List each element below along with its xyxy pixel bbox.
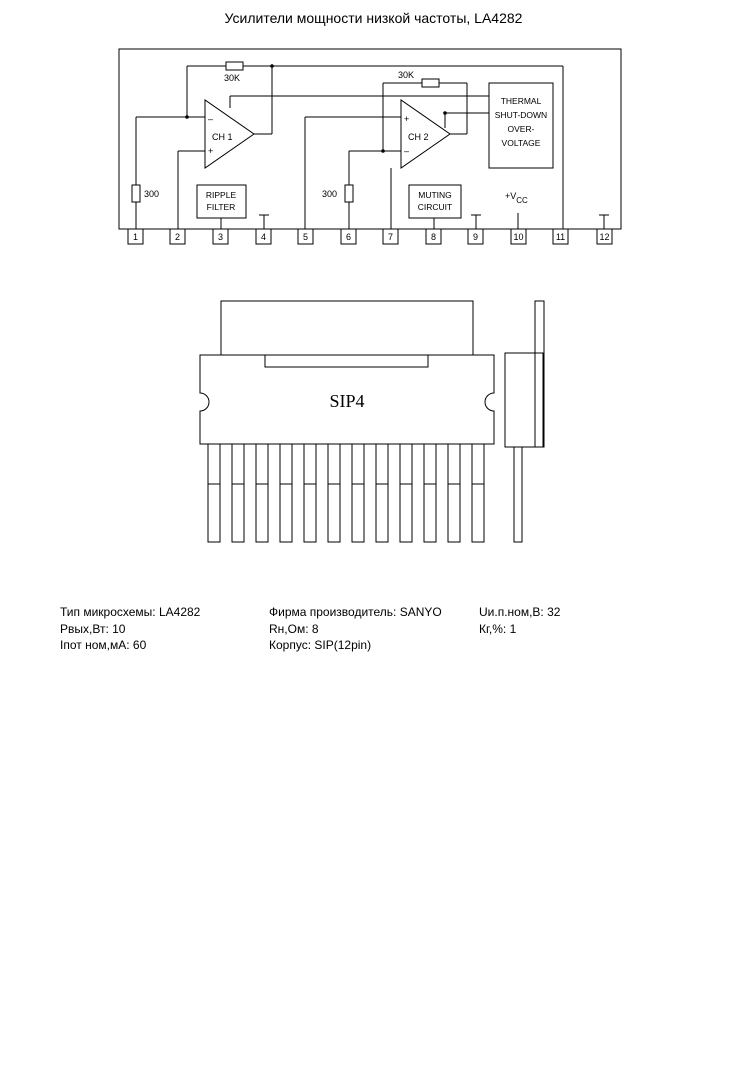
pin-1: 1	[133, 232, 138, 242]
resistor-300-ch1	[131, 184, 141, 203]
spec-manufacturer: Фирма производитель: SANYO	[269, 605, 442, 619]
ch1-plus: +	[208, 146, 213, 156]
pin-7: 7	[388, 232, 393, 242]
pin-4: 4	[261, 232, 266, 242]
label-ch1: CH 1	[212, 132, 233, 142]
pin-5: 5	[303, 232, 308, 242]
thermal-line-1: THERMAL	[501, 96, 542, 106]
pin-3: 3	[218, 232, 223, 242]
thermal-line-3: OVER-	[508, 124, 535, 134]
pin-numbers: 1 2 3 4 5 6 7 8 9 10 11 12	[133, 232, 610, 242]
ch2-amplifier	[400, 99, 451, 169]
label-30k-ch1: 30K	[224, 73, 240, 83]
spec-output-power: Рвых,Вт: 10	[60, 622, 126, 636]
label-300-ch2: 300	[322, 189, 337, 199]
ch2-plus: +	[404, 114, 409, 124]
package-side-view	[504, 300, 545, 543]
pin-12: 12	[599, 232, 609, 242]
muting-line-2: CIRCUIT	[418, 202, 452, 212]
pin-11: 11	[556, 232, 565, 242]
muting-circuit-block	[408, 184, 462, 219]
label-300-ch1: 300	[144, 189, 159, 199]
label-ch2: CH 2	[408, 132, 429, 142]
resistor-300-ch2	[344, 184, 354, 203]
ch1-minus: –	[208, 114, 213, 124]
spec-package: Корпус: SIP(12pin)	[269, 638, 372, 652]
package-front-view	[199, 300, 495, 445]
spec-chip-type: Тип микросхемы: LA4282	[60, 605, 201, 619]
pin-10: 10	[513, 232, 523, 242]
pin-6: 6	[346, 232, 351, 242]
ripple-line-2: FILTER	[207, 202, 236, 212]
spec-thd: Кг,%: 1	[479, 622, 517, 636]
resistor-30k-ch2	[421, 78, 440, 88]
resistor-30k-ch1	[225, 61, 244, 71]
spec-load-resistance: Rн,Ом: 8	[269, 622, 319, 636]
package-label: SIP4	[329, 391, 364, 411]
thermal-shutdown-block	[488, 82, 554, 169]
pin-2: 2	[175, 232, 180, 242]
ripple-line-1: RIPPLE	[206, 190, 237, 200]
pin-boxes	[127, 228, 613, 245]
thermal-line-2: SHUT-DOWN	[495, 110, 547, 120]
pin-9: 9	[473, 232, 478, 242]
page-title: Усилители мощности низкой частоты, LA428…	[224, 10, 523, 26]
pin-8: 8	[431, 232, 436, 242]
spec-supply-current: Iпот ном,мА: 60	[60, 638, 147, 652]
package-leads	[207, 443, 485, 543]
ch2-minus: –	[404, 146, 409, 156]
muting-line-1: MUTING	[418, 190, 452, 200]
spec-supply-voltage: Uи.п.ном,В: 32	[479, 605, 561, 619]
label-30k-ch2: 30K	[398, 70, 414, 80]
ic-outline	[118, 48, 622, 230]
vcc-label: +VCC	[505, 191, 528, 205]
thermal-line-4: VOLTAGE	[502, 138, 541, 148]
ch1-amplifier	[204, 99, 255, 169]
